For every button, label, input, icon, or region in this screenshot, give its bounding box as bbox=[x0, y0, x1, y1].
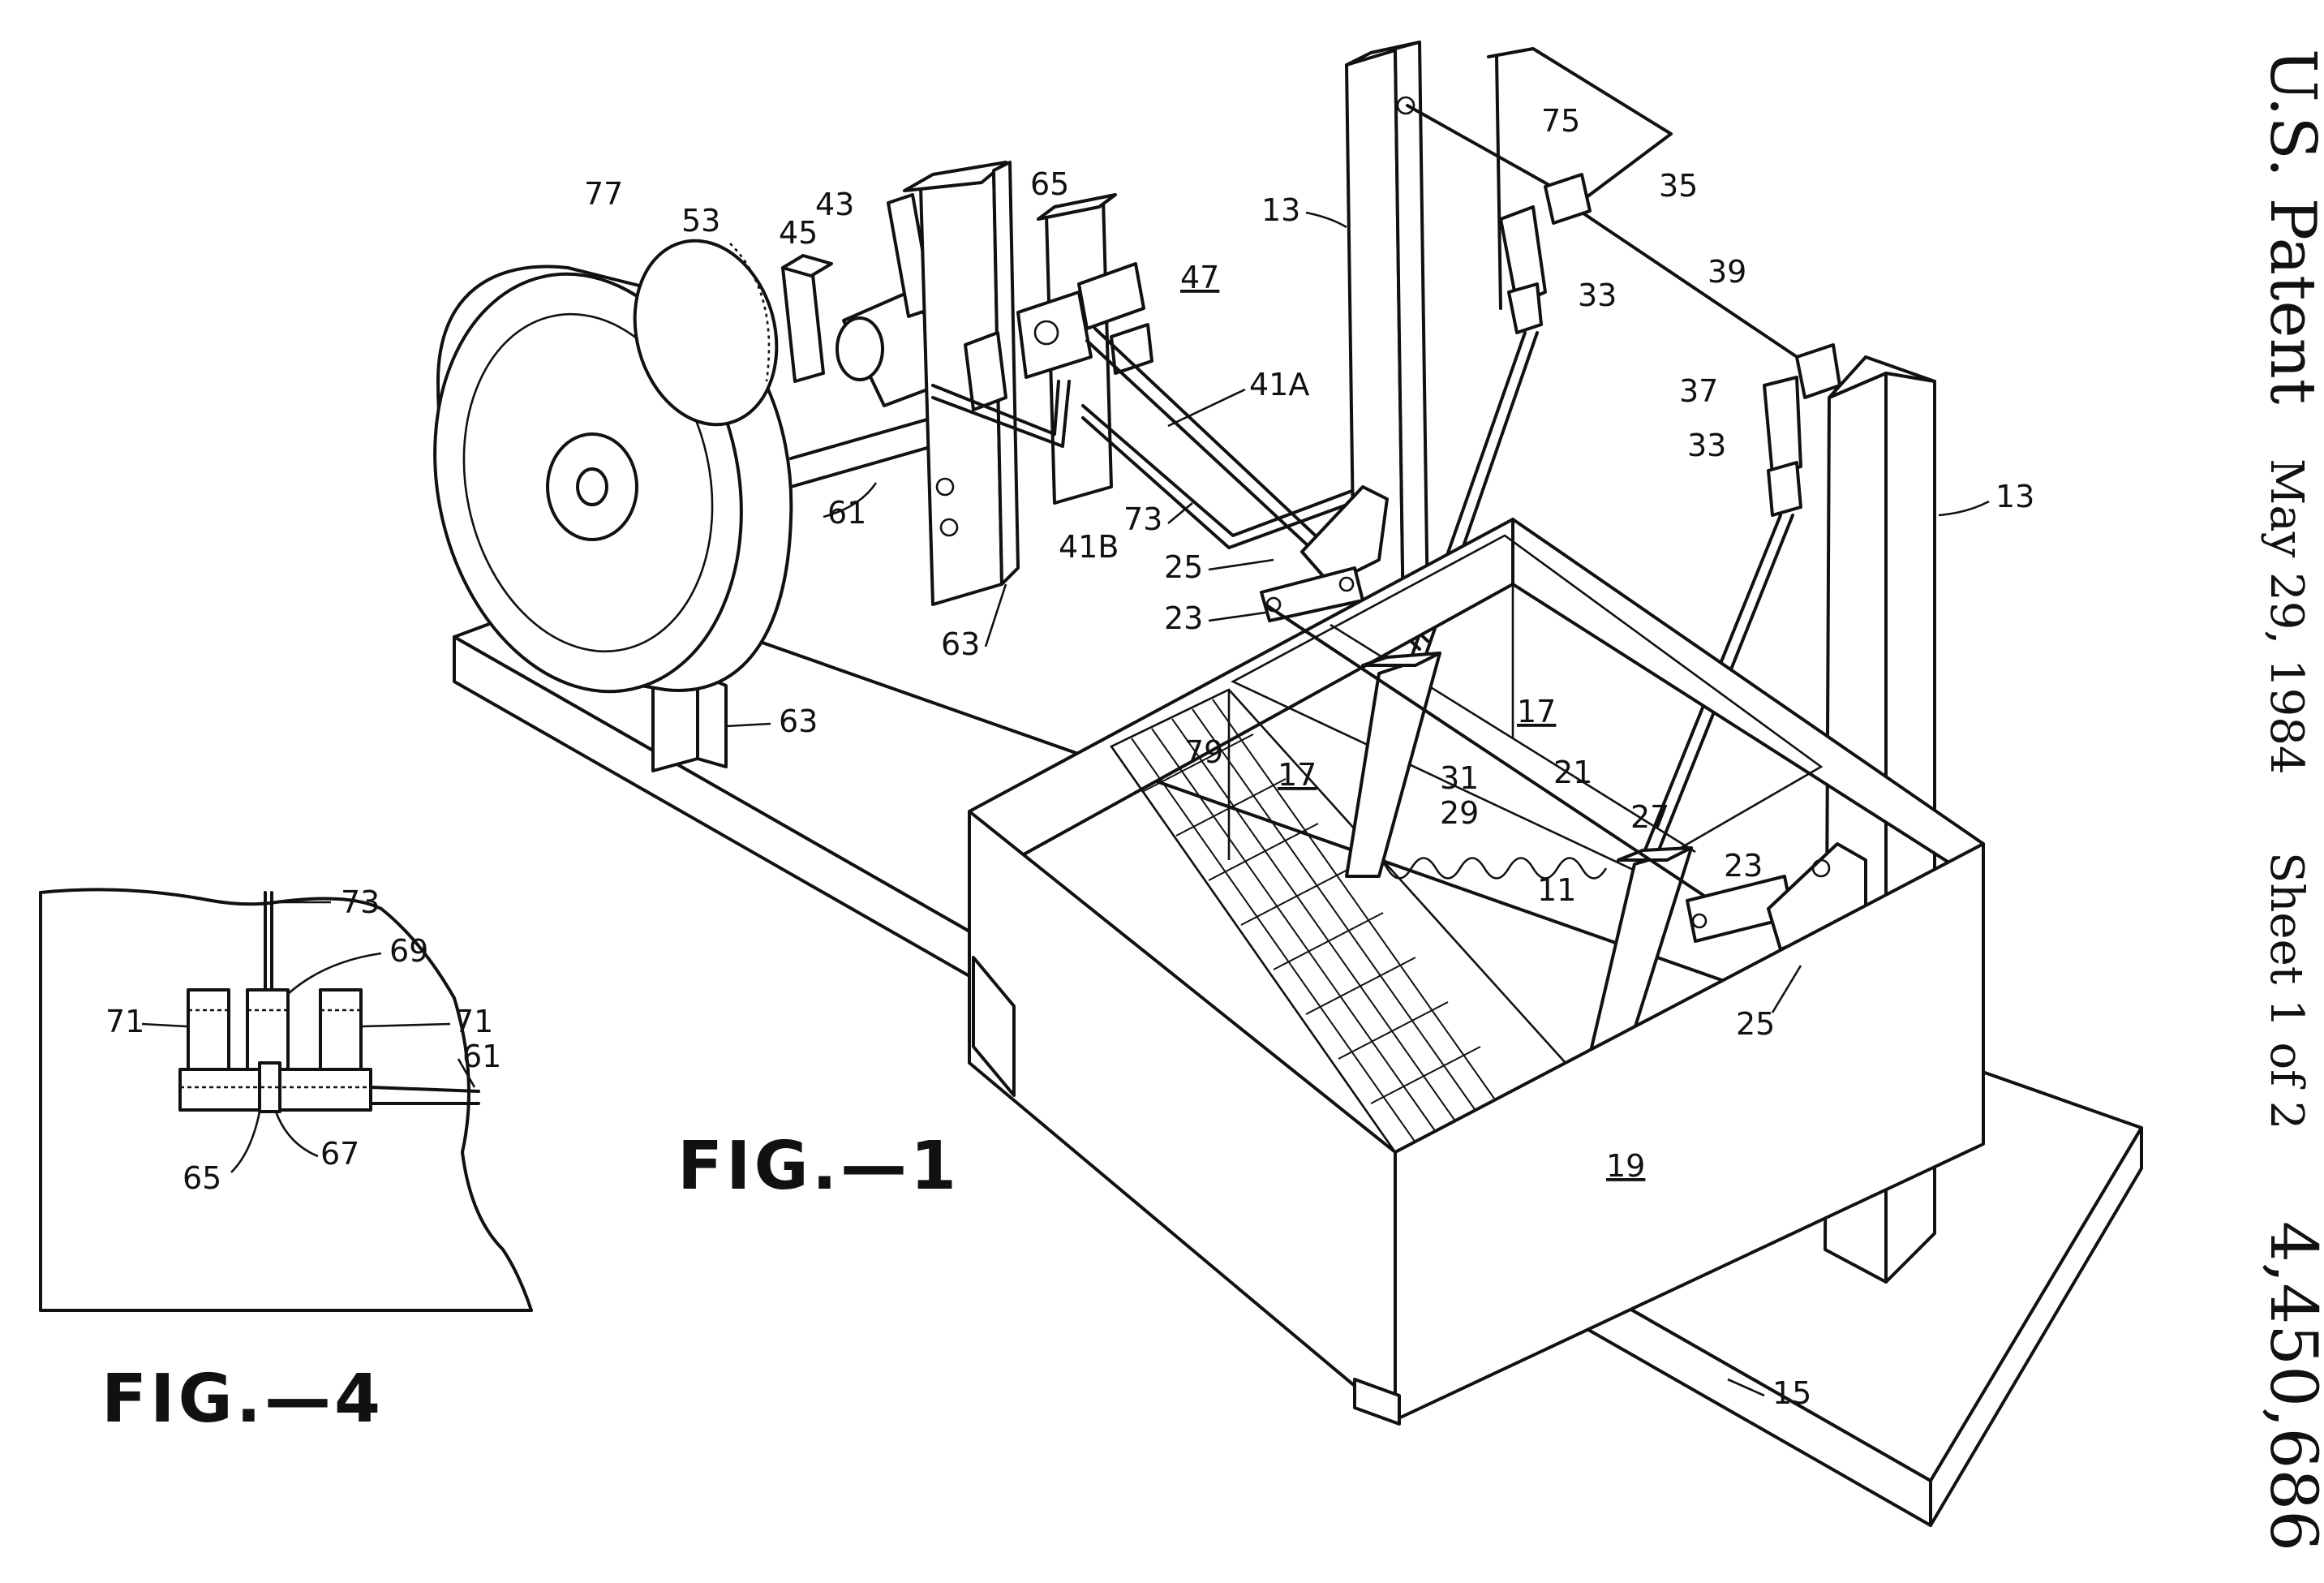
label-45: 45 bbox=[779, 215, 818, 251]
label-79: 79 bbox=[1184, 734, 1223, 770]
label-73: 73 bbox=[1123, 501, 1162, 537]
label-17-left: 17 bbox=[1278, 757, 1317, 793]
label-71-right: 71 bbox=[454, 1004, 493, 1039]
leader-lines bbox=[725, 211, 1990, 1397]
shaft-bearing-block bbox=[781, 254, 833, 383]
label-39: 39 bbox=[1708, 254, 1746, 290]
label-63-upright: 63 bbox=[941, 626, 980, 662]
label-33-right: 33 bbox=[1687, 428, 1726, 463]
label-35: 35 bbox=[1659, 168, 1698, 204]
label-41b: 41B bbox=[1059, 529, 1119, 565]
patent-header: U.S. Patent May 29, 1984 Sheet 1 of 2 4,… bbox=[2256, 49, 2324, 1551]
mesh-basket bbox=[1110, 688, 1568, 1154]
label-23-left: 23 bbox=[1164, 600, 1203, 636]
label-25-right: 25 bbox=[1736, 1006, 1775, 1042]
label-23-right: 23 bbox=[1724, 848, 1763, 884]
upright-post-left bbox=[903, 161, 1020, 606]
rod-21 bbox=[1264, 603, 1713, 902]
figure-1-drawing: 77 53 45 43 65 47 13 75 35 33 39 41A 37 … bbox=[433, 41, 2143, 1527]
figure-4-labels: 73 69 71 71 61 65 67 bbox=[105, 884, 501, 1196]
figure-1-caption: FIG.—1 bbox=[677, 1128, 960, 1205]
label-13-right: 13 bbox=[1995, 479, 2034, 514]
label-21: 21 bbox=[1553, 755, 1592, 790]
heating-coil bbox=[1361, 857, 1608, 880]
label-67: 67 bbox=[320, 1136, 359, 1172]
arm-29 bbox=[1345, 652, 1441, 878]
label-19: 19 bbox=[1606, 1148, 1645, 1184]
patent-number: 4,450,686 bbox=[2256, 1221, 2324, 1551]
label-33-left: 33 bbox=[1578, 277, 1617, 313]
figure-1-labels: 77 53 45 43 65 47 13 75 35 33 39 41A 37 … bbox=[584, 103, 2034, 1411]
rod-41b bbox=[931, 380, 1071, 448]
label-41a: 41A bbox=[1249, 367, 1309, 402]
motor-support-block bbox=[651, 672, 728, 772]
figure-4-drawing: 73 69 71 71 61 65 67 FIG.—4 bbox=[39, 884, 533, 1438]
label-65-fig4: 65 bbox=[183, 1160, 221, 1196]
tank-front bbox=[968, 810, 1985, 1426]
linkage-block bbox=[964, 290, 1093, 411]
label-71-left: 71 bbox=[105, 1004, 144, 1039]
figure-4-leaders bbox=[141, 901, 476, 1173]
label-65: 65 bbox=[1030, 166, 1069, 202]
figure-4-caption: FIG.—4 bbox=[101, 1361, 384, 1438]
label-77: 77 bbox=[584, 176, 623, 212]
pivot-bracket-left bbox=[1260, 485, 1389, 622]
label-47: 47 bbox=[1180, 260, 1219, 295]
patent-date: May 29, 1984 bbox=[2260, 458, 2313, 775]
label-31: 31 bbox=[1440, 760, 1479, 796]
gear bbox=[633, 239, 779, 427]
label-69: 69 bbox=[389, 933, 428, 969]
patent-title: U.S. Patent bbox=[2256, 49, 2324, 404]
label-37: 37 bbox=[1679, 373, 1718, 409]
label-73-fig4: 73 bbox=[341, 884, 380, 920]
label-17-right: 17 bbox=[1517, 694, 1556, 729]
label-11: 11 bbox=[1537, 872, 1576, 908]
label-29: 29 bbox=[1440, 795, 1479, 831]
label-13-left: 13 bbox=[1261, 192, 1300, 228]
label-27: 27 bbox=[1630, 799, 1669, 835]
clamp-assembly bbox=[178, 891, 480, 1113]
label-43: 43 bbox=[815, 187, 854, 222]
label-75: 75 bbox=[1541, 103, 1580, 139]
crank-body bbox=[836, 193, 951, 407]
label-15: 15 bbox=[1772, 1375, 1811, 1411]
label-25-left: 25 bbox=[1164, 549, 1203, 585]
top-wire-frame bbox=[1406, 47, 1841, 399]
sheet-number: Sheet 1 of 2 bbox=[2260, 852, 2313, 1129]
hanger-33-right bbox=[1641, 376, 1802, 862]
label-63-base: 63 bbox=[779, 703, 818, 739]
label-53: 53 bbox=[681, 203, 720, 239]
rod-73 bbox=[1081, 404, 1364, 549]
label-61-fig4: 61 bbox=[462, 1039, 501, 1074]
